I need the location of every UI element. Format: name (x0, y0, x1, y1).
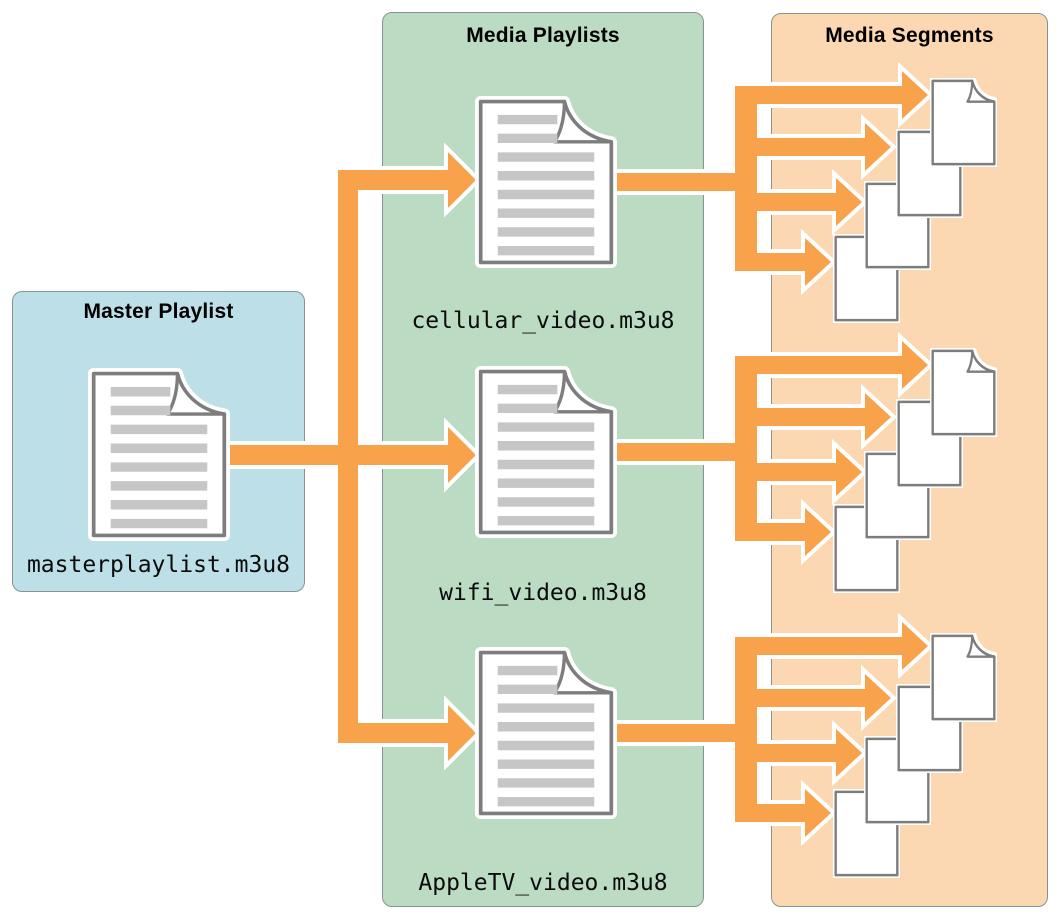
wifi-playlist-doc-icon (481, 372, 612, 533)
appletv-playlist-doc-icon (481, 653, 612, 814)
file-label-wifi: wifi_video.m3u8 (439, 580, 647, 606)
segment-doc-icon (933, 636, 995, 719)
master-panel-title: Master Playlist (83, 300, 234, 323)
file-label-appletv: AppleTV_video.m3u8 (418, 870, 668, 896)
master-playlist-doc-icon (94, 374, 225, 536)
segments-panel-title: Media Segments (825, 24, 994, 47)
file-label-cellular: cellular_video.m3u8 (411, 308, 675, 334)
playlists-panel-title: Media Playlists (466, 24, 620, 47)
arrow-wifi-to-segments (608, 331, 934, 566)
cellular-playlist-doc-icon (481, 102, 612, 263)
segment-doc-icon (933, 351, 995, 434)
segment-doc-icon (933, 81, 995, 164)
arrow-master-to-playlists (220, 142, 482, 771)
arrow-appletv-to-segments (608, 612, 934, 847)
arrow-cellular-to-segments (608, 61, 934, 296)
file-label-masterplaylist: masterplaylist.m3u8 (26, 552, 291, 578)
